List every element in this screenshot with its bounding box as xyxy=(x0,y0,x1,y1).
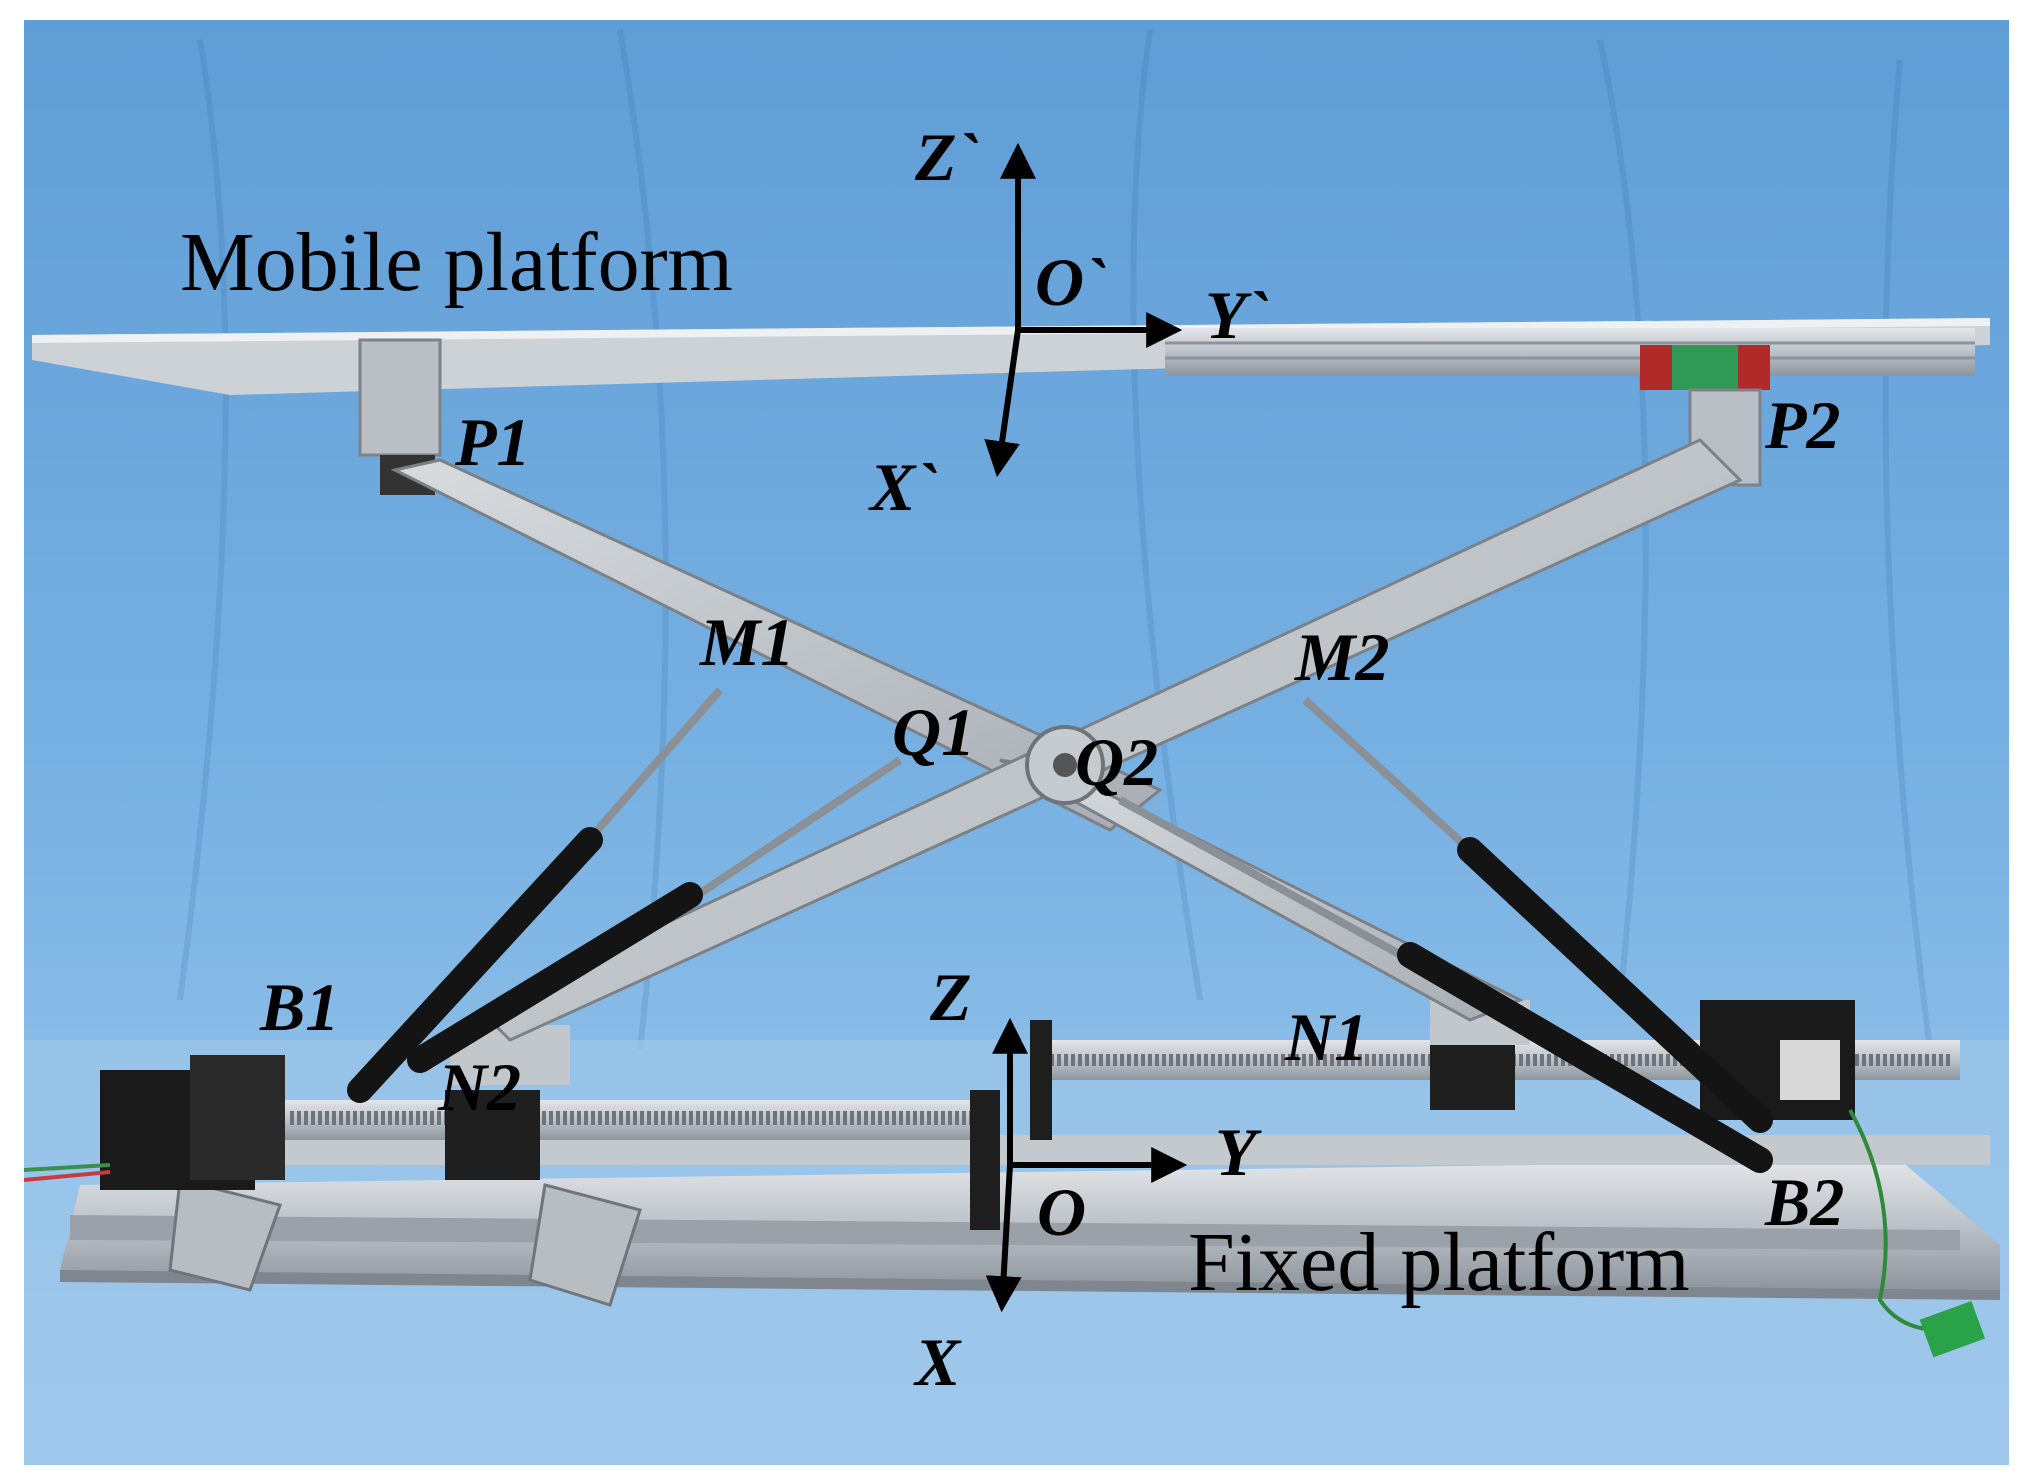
fixed-frame-axes xyxy=(985,1017,1188,1313)
fixed-x-axis-label: X xyxy=(913,1324,962,1400)
fixed-platform-label: Fixed platform xyxy=(1188,1216,1690,1309)
joint-n2-label: N2 xyxy=(437,1049,521,1125)
gas-spring-b1-m1 xyxy=(347,687,724,1103)
mobile-y-axis-label: Y` xyxy=(1205,277,1269,353)
mobile-frame-axes xyxy=(984,142,1183,478)
joint-m2-label: M2 xyxy=(1294,619,1389,695)
joint-m1-label: M1 xyxy=(699,604,794,680)
mobile-platform xyxy=(32,318,1990,495)
gas-spring-n2-q1 xyxy=(407,756,903,1073)
joint-p1-label: P1 xyxy=(454,404,531,480)
mobile-x-axis-label: X` xyxy=(868,449,938,525)
stepper-motor-left xyxy=(23,1055,285,1190)
gas-spring-q2-b2 xyxy=(1118,796,1773,1173)
mobile-origin-label: O` xyxy=(1035,244,1107,320)
joint-b2-label: B2 xyxy=(1764,1164,1844,1240)
scissor-beam-2 xyxy=(477,438,1743,1042)
joint-p2-label: P2 xyxy=(1764,387,1841,463)
fixed-y-axis-label: Y xyxy=(1215,1114,1262,1190)
joint-q1-label: Q1 xyxy=(892,694,975,770)
joint-b1-label: B1 xyxy=(259,969,339,1045)
joint-q2-label: Q2 xyxy=(1075,724,1158,800)
fixed-origin-label: O xyxy=(1037,1174,1086,1250)
gas-spring-m2-b2 xyxy=(1302,697,1773,1133)
carriage-n2 xyxy=(445,1090,540,1180)
mobile-platform-label: Mobile platform xyxy=(180,216,733,309)
joint-n1-label: N1 xyxy=(1284,999,1368,1075)
fixed-z-axis-label: Z xyxy=(929,959,972,1035)
mobile-z-axis-label: Z` xyxy=(914,119,979,195)
carriage-n1 xyxy=(1430,1040,1515,1110)
stepper-motor-right xyxy=(1700,1000,1986,1358)
